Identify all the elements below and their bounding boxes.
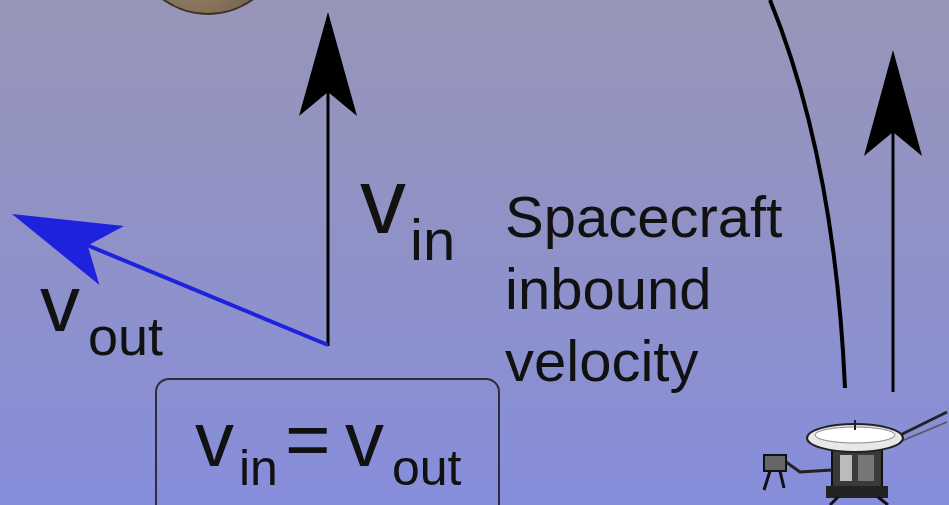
velocity-subscript: out xyxy=(88,309,163,363)
velocity-symbol: v xyxy=(40,264,80,344)
velocity-symbol: v xyxy=(360,155,406,247)
spacecraft-icon xyxy=(764,412,947,505)
annotation-text: Spacecraft inbound velocity xyxy=(505,181,835,397)
planet xyxy=(132,0,284,14)
spacecraft-arrow xyxy=(864,50,922,392)
equation-term: = xyxy=(285,400,331,478)
equation-term: v xyxy=(345,400,384,478)
equation-term: in xyxy=(239,443,278,493)
equation-box: vin=vout xyxy=(155,378,500,505)
outbound-velocity-arrow xyxy=(0,184,328,345)
equation-term: out xyxy=(392,443,462,493)
velocity-subscript: in xyxy=(410,211,455,269)
inbound-velocity-arrow xyxy=(299,12,357,346)
equation-term: v xyxy=(195,400,234,478)
